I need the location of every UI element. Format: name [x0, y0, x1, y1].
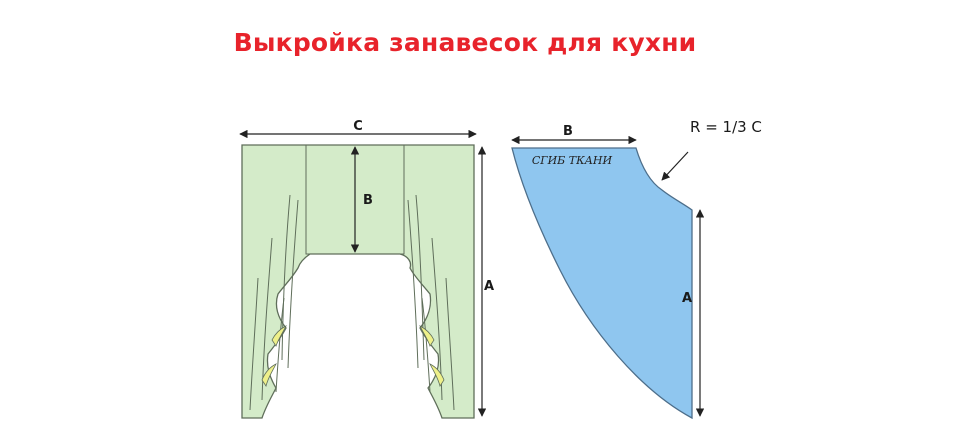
right-dimension-b-label: B — [563, 124, 573, 139]
left-pattern-notch — [305, 145, 405, 255]
left-accent-folds — [261, 325, 445, 387]
radius-pointer-arrow — [661, 151, 689, 181]
dimension-b-label: B — [363, 193, 373, 208]
left-curtain-pattern: C B A — [239, 119, 494, 419]
radius-note: R = 1/3 C — [690, 118, 762, 136]
right-curtain-pattern: B СГИБ ТКАНИ A R = 1/3 C — [511, 118, 762, 420]
dimension-c-label: C — [353, 119, 363, 134]
right-pattern-body — [511, 147, 693, 420]
page-title: Выкройка занавесок для кухни — [233, 28, 697, 57]
dimension-a-label: A — [484, 279, 494, 294]
fabric-fold-label: СГИБ ТКАНИ — [532, 154, 613, 167]
right-dimension-a-label: A — [682, 291, 692, 306]
